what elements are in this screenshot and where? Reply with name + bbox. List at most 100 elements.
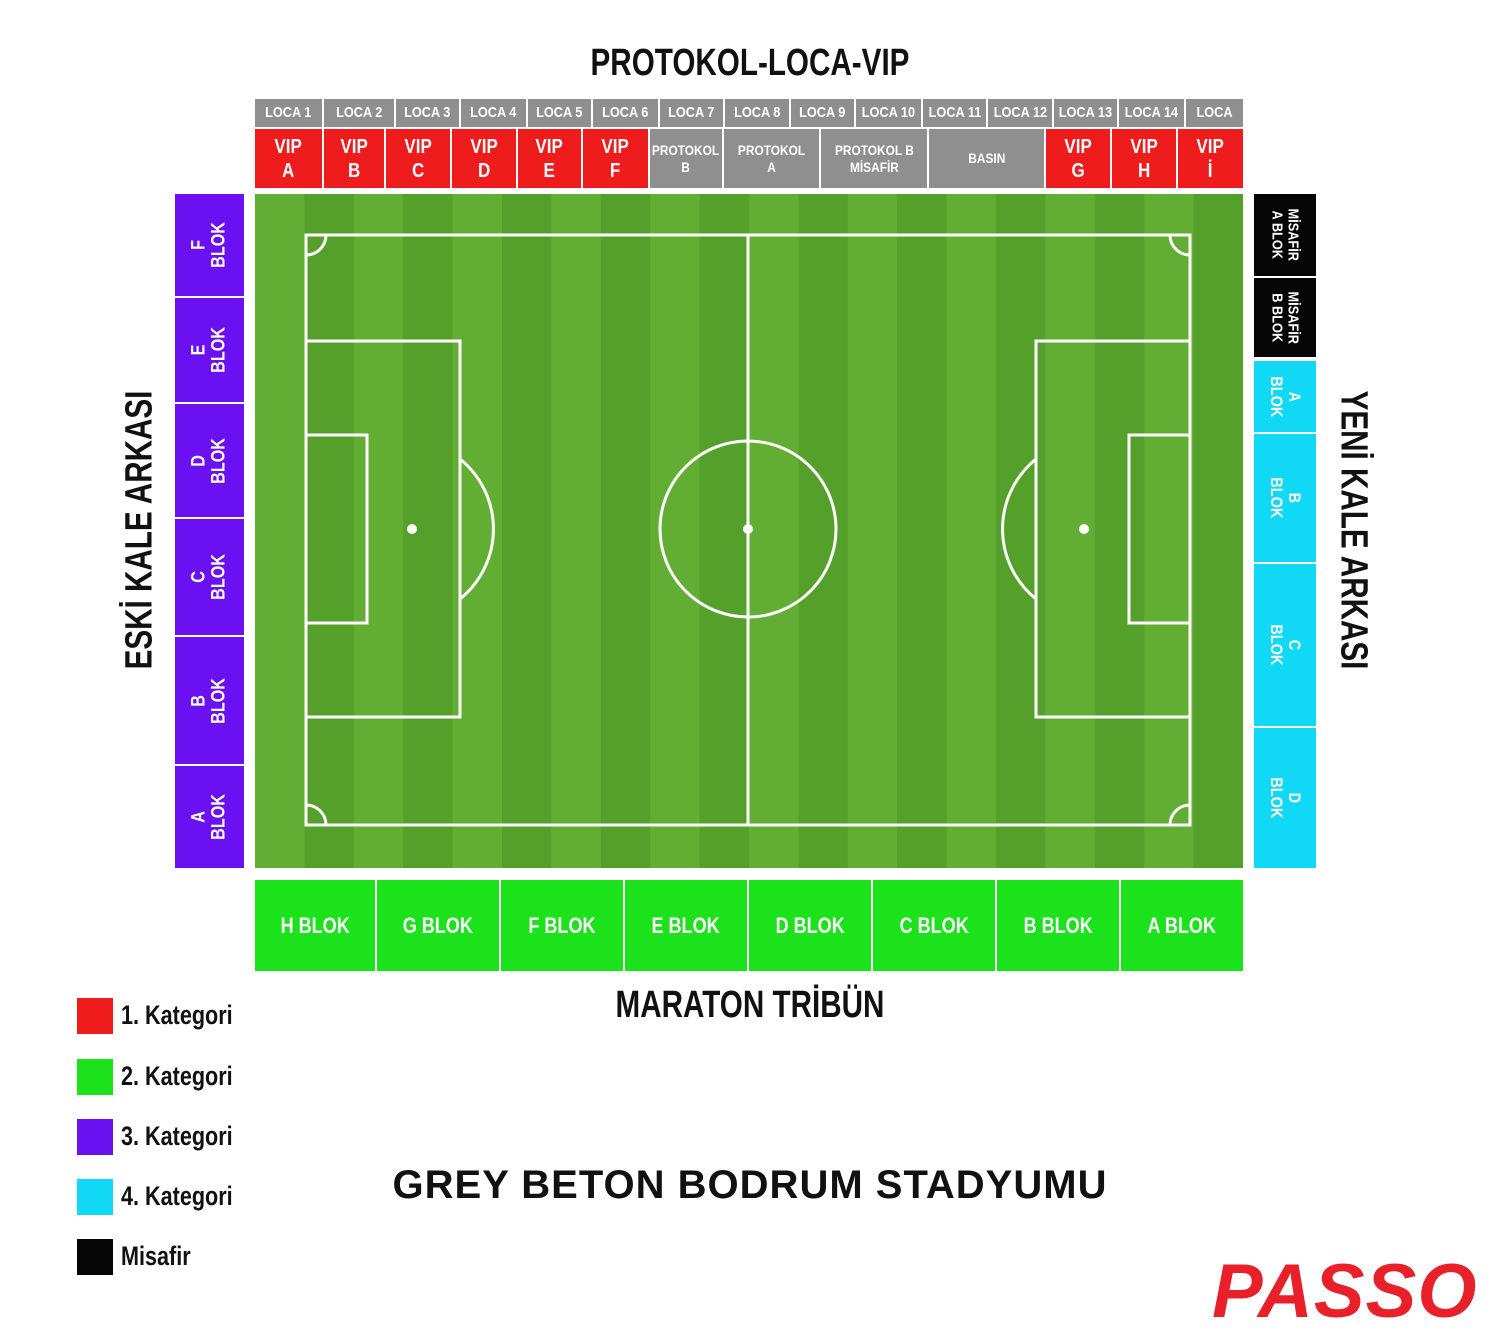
block-label: A BLOK	[188, 794, 230, 840]
loca-8[interactable]: LOCA 8	[725, 99, 791, 127]
loca-label: LOCA 1	[265, 104, 312, 121]
vip-h-section[interactable]: VIP H	[1112, 129, 1178, 188]
legend-swatch	[77, 1239, 113, 1275]
loca-15[interactable]: LOCA 15	[1186, 99, 1243, 149]
loca-11[interactable]: LOCA 11	[923, 99, 988, 127]
loca-10[interactable]: LOCA 10	[856, 99, 923, 127]
block-label: C BLOK	[188, 554, 230, 600]
section-label: VIP İ	[1196, 135, 1225, 182]
maraton-a-blok[interactable]: A BLOK	[1121, 880, 1243, 971]
right-d-blok[interactable]: D BLOK	[1254, 728, 1316, 868]
right-penalty-spot	[1079, 524, 1089, 534]
section-label: VIP F	[601, 135, 630, 182]
loca-4[interactable]: LOCA 4	[461, 99, 528, 127]
misafir-a-blok[interactable]: MİSAFİR A BLOK	[1254, 194, 1316, 278]
maraton-g-blok[interactable]: G BLOK	[377, 880, 501, 971]
block-label: D BLOK	[775, 912, 845, 938]
left-e-blok[interactable]: E BLOK	[175, 298, 244, 404]
center-spot	[743, 524, 753, 534]
legend-label: 3. Kategori	[121, 1121, 233, 1151]
loca-7[interactable]: LOCA 7	[660, 99, 725, 127]
basin-section[interactable]: BASIN	[929, 129, 1046, 188]
maraton-b-blok[interactable]: B BLOK	[997, 880, 1121, 971]
misafir-b-blok[interactable]: MİSAFİR B BLOK	[1254, 278, 1316, 359]
right-c-blok[interactable]: C BLOK	[1254, 564, 1316, 728]
right-a-blok[interactable]: A BLOK	[1254, 361, 1316, 434]
corner-arc	[1168, 803, 1191, 826]
protokol-b-section[interactable]: PROTOKOL B	[650, 129, 724, 188]
legend-label: 4. Kategori	[121, 1181, 233, 1211]
left-c-blok[interactable]: C BLOK	[175, 519, 244, 637]
section-label: PROTOKOL B	[652, 141, 720, 175]
protokol-a-section[interactable]: PROTOKOL A	[724, 129, 821, 188]
vip-f-section[interactable]: VIP F	[583, 129, 650, 188]
loca-1[interactable]: LOCA 1	[255, 99, 324, 127]
block-label: E BLOK	[188, 327, 230, 373]
maraton-e-blok[interactable]: E BLOK	[625, 880, 749, 971]
maraton-f-blok[interactable]: F BLOK	[501, 880, 625, 971]
loca-2[interactable]: LOCA 2	[324, 99, 396, 127]
vip-c-section[interactable]: VIP C	[386, 129, 452, 188]
block-label: B BLOK	[1267, 477, 1304, 519]
block-label: D BLOK	[188, 437, 230, 484]
pitch-stripe	[1094, 194, 1145, 868]
section-label: VIP D	[470, 135, 498, 182]
legend-label: Misafir	[121, 1241, 191, 1271]
legend-swatch	[77, 1059, 113, 1095]
left-b-blok[interactable]: B BLOK	[175, 637, 244, 766]
block-label: F BLOK	[188, 222, 230, 268]
pitch-stripe	[600, 194, 651, 868]
legend-swatch	[77, 998, 113, 1034]
maraton-c-blok[interactable]: C BLOK	[873, 880, 997, 971]
right-b-blok[interactable]: B BLOK	[1254, 434, 1316, 564]
loca-6[interactable]: LOCA 6	[593, 99, 660, 127]
loca-9[interactable]: LOCA 9	[791, 99, 856, 127]
loca-13[interactable]: LOCA 13	[1054, 99, 1119, 127]
loca-3[interactable]: LOCA 3	[396, 99, 461, 127]
maraton-d-blok[interactable]: D BLOK	[749, 880, 873, 971]
loca-label: LOCA 10	[861, 104, 916, 121]
corner-arc	[305, 803, 328, 826]
pitch-stripe	[798, 194, 848, 868]
vip-g-section[interactable]: VIP G	[1046, 129, 1112, 188]
bottom-stand-title: MARATON TRİBÜN	[615, 984, 885, 1026]
loca-12[interactable]: LOCA 12	[988, 99, 1054, 127]
loca-5[interactable]: LOCA 5	[528, 99, 593, 127]
loca-label: LOCA 7	[668, 104, 715, 121]
pitch-stripe	[699, 194, 749, 868]
legend-swatch	[77, 1119, 113, 1155]
block-label: C BLOK	[1267, 624, 1304, 666]
vip-i-section[interactable]: VIP İ	[1178, 129, 1243, 188]
maraton-h-blok[interactable]: H BLOK	[255, 880, 377, 971]
protokol-b-misafir-section[interactable]: PROTOKOL B MİSAFİR	[821, 129, 929, 188]
pitch-stripe	[304, 194, 354, 868]
loca-label: LOCA 3	[404, 104, 451, 121]
block-label: MİSAFİR B BLOK	[1268, 291, 1302, 344]
block-label: A BLOK	[1267, 376, 1304, 417]
left-a-blok[interactable]: A BLOK	[175, 766, 244, 868]
block-label: A BLOK	[1147, 912, 1217, 938]
legend-label: 1. Kategori	[121, 1000, 233, 1030]
football-pitch	[255, 194, 1243, 868]
left-f-blok[interactable]: F BLOK	[175, 194, 244, 298]
left-d-blok[interactable]: D BLOK	[175, 404, 244, 519]
vip-d-section[interactable]: VIP D	[452, 129, 518, 188]
loca-14[interactable]: LOCA 14	[1119, 99, 1186, 127]
loca-label: LOCA 6	[602, 104, 649, 121]
section-label: BASIN	[967, 150, 1006, 167]
vip-a-section[interactable]: VIP A	[255, 129, 324, 188]
block-label: C BLOK	[899, 912, 969, 938]
legend-label: 2. Kategori	[121, 1061, 233, 1091]
block-label: B BLOK	[188, 677, 230, 724]
vip-e-section[interactable]: VIP E	[518, 129, 583, 188]
section-label: PROTOKOL B MİSAFİR	[834, 141, 914, 175]
block-label: D BLOK	[1267, 777, 1304, 819]
loca-label: LOCA 11	[928, 104, 981, 121]
corner-arc	[1168, 234, 1191, 257]
right-goal-area	[1127, 433, 1192, 625]
vip-b-section[interactable]: VIP B	[324, 129, 386, 188]
loca-label: LOCA 9	[799, 104, 846, 121]
loca-label: LOCA 8	[733, 104, 781, 121]
left-penalty-spot	[407, 524, 417, 534]
block-label: F BLOK	[528, 912, 596, 938]
